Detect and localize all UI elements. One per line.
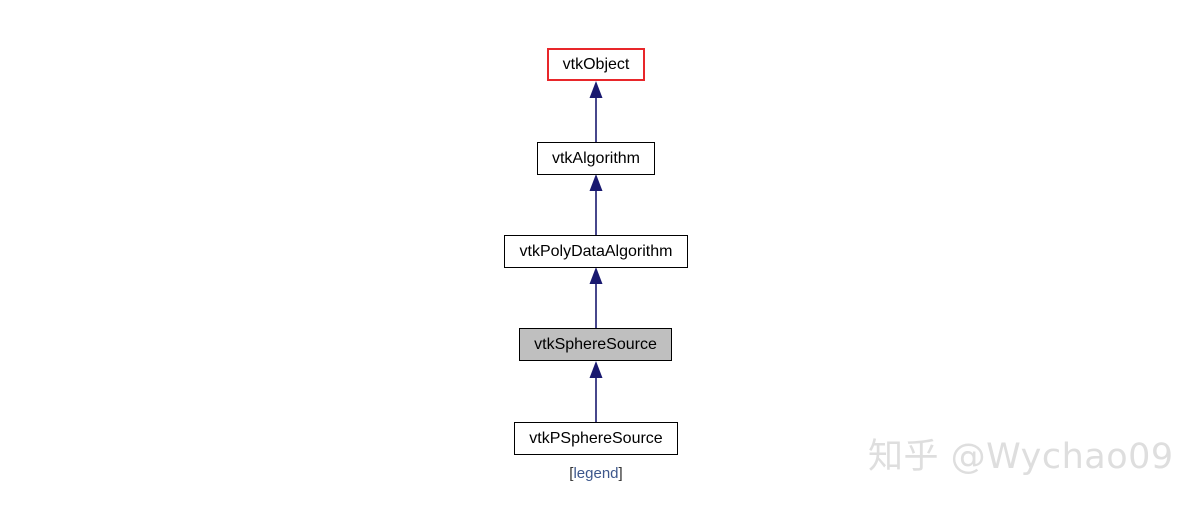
node-vtkpolydataalgorithm[interactable]: vtkPolyDataAlgorithm	[504, 235, 688, 268]
legend-open-bracket: [	[569, 465, 574, 482]
legend-link[interactable]: legend	[573, 465, 619, 482]
edge-polydataalgorithm-to-algorithm	[589, 174, 603, 235]
legend-close-bracket: ]	[618, 465, 623, 482]
node-vtkspheresource: vtkSphereSource	[519, 328, 672, 361]
node-vtkpspheresource[interactable]: vtkPSphereSource	[514, 422, 678, 455]
edge-algorithm-to-object	[589, 81, 603, 142]
edge-spheresource-to-polydataalgorithm	[589, 267, 603, 328]
node-vtkobject[interactable]: vtkObject	[547, 48, 645, 81]
node-vtkalgorithm[interactable]: vtkAlgorithm	[537, 142, 655, 175]
edge-psphere-to-spheresource	[589, 361, 603, 422]
edge-arrowhead	[589, 174, 603, 191]
edge-arrowhead	[589, 81, 603, 98]
watermark: 知乎 @Wychao09	[868, 437, 1174, 477]
edge-arrowhead	[589, 361, 603, 378]
edge-arrowhead	[589, 267, 603, 284]
legend: [legend]	[0, 465, 1179, 482]
